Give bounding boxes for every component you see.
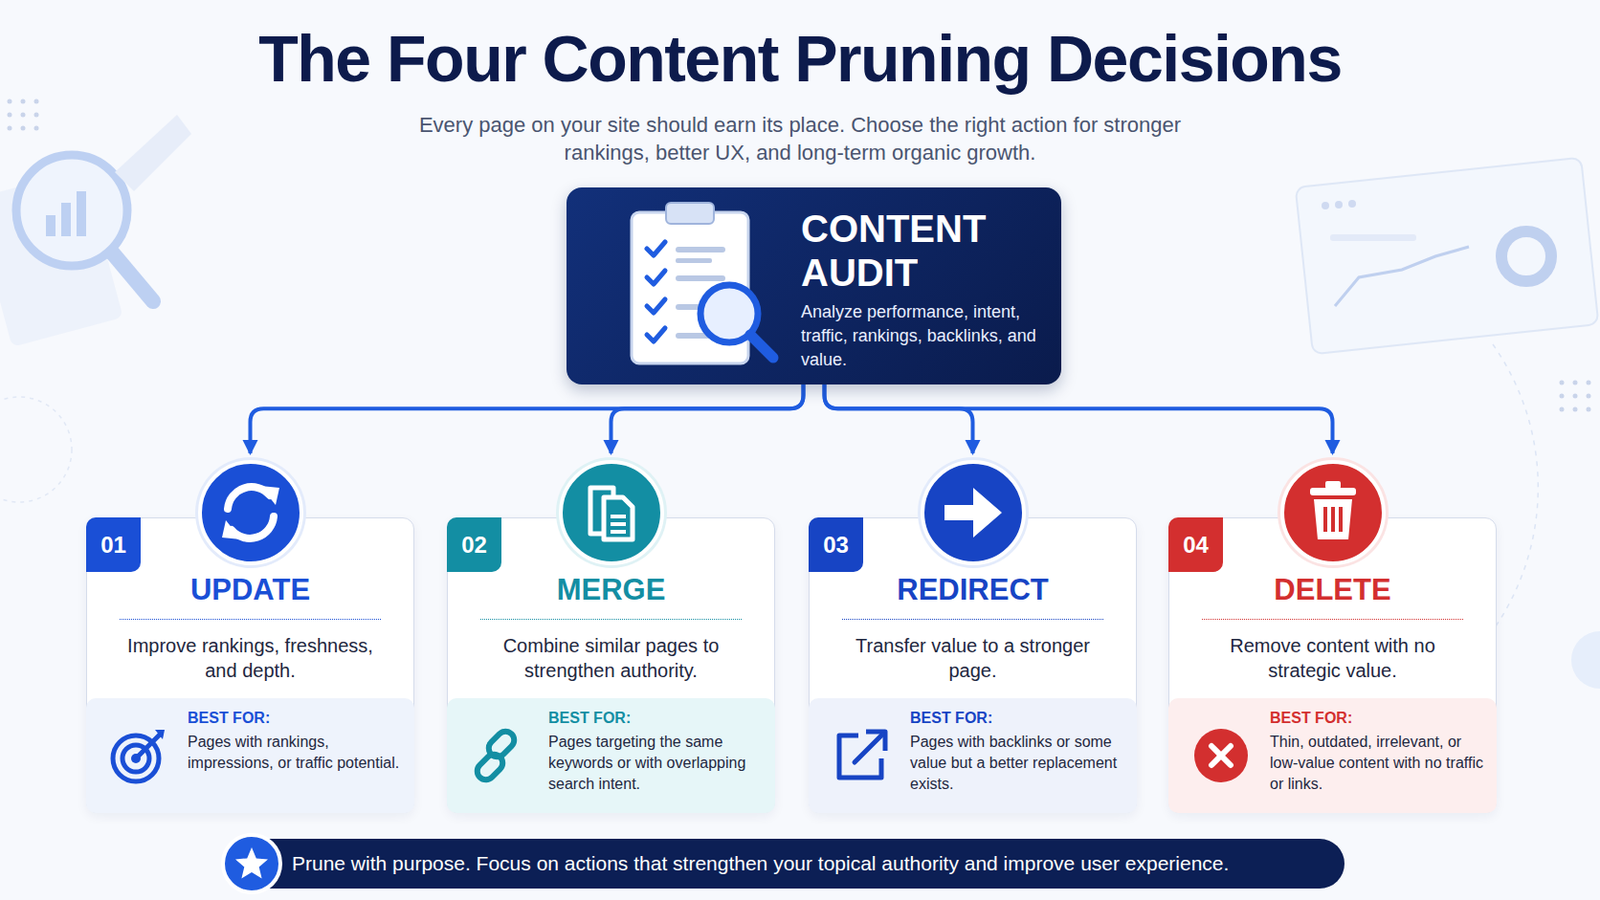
- diagram-title: The Four Content Pruning Decisions: [0, 21, 1600, 96]
- card-description: Improve rankings, freshness, and depth.: [114, 633, 386, 684]
- external-link-icon: [827, 722, 895, 790]
- best-for-label: BEST FOR:: [910, 710, 993, 728]
- callout-number: 04: [1168, 517, 1223, 573]
- divider-line: [1201, 619, 1464, 621]
- divider-line: [842, 619, 1104, 621]
- audit-heading: CONTENT AUDIT: [800, 206, 1041, 295]
- best-for-box: BEST FOR: Thin, outdated, irrelevant, or …: [1168, 698, 1497, 814]
- best-for-label: BEST FOR:: [187, 710, 270, 728]
- target-icon: [105, 722, 173, 790]
- decision-card: 04DELETE Remove content with no strategic…: [1168, 453, 1497, 814]
- x-circle-icon: [1187, 722, 1255, 790]
- footer-band: Prune with purpose. Focus on actions tha…: [226, 839, 1345, 889]
- card-description: Remove content with no strategic value.: [1197, 633, 1468, 684]
- dashed-circle: [0, 397, 72, 503]
- best-for-label: BEST FOR:: [1269, 710, 1353, 728]
- clipboard-icon: [585, 187, 787, 385]
- connector-arrow: [824, 384, 974, 454]
- best-for-text: Pages with backlinks or some value but a…: [910, 732, 1129, 796]
- card-description: Combine similar pages to strengthen auth…: [475, 633, 747, 684]
- best-for-box: BEST FOR: Pages targeting the same keywor…: [446, 698, 776, 814]
- redirect-icon: [915, 455, 1031, 571]
- best-for-text: Thin, outdated, irrelevant, or low-value…: [1269, 732, 1489, 796]
- merge-icon: [554, 455, 669, 571]
- subtitle: Every page on your site should earn its …: [388, 111, 1212, 167]
- audit-box: CONTENT AUDITAnalyze performance, intent…: [566, 187, 1062, 385]
- card-heading: REDIRECT: [808, 573, 1137, 608]
- link-icon: [466, 722, 534, 790]
- callout-number: 02: [446, 517, 502, 573]
- best-for-box: BEST FOR: Pages with rankings, impression…: [86, 698, 415, 814]
- card-heading: MERGE: [446, 573, 776, 608]
- card-description: Transfer value to a stronger page.: [837, 633, 1109, 684]
- best-for-label: BEST FOR:: [548, 710, 631, 728]
- best-for-text: Pages with rankings, impressions, or tra…: [187, 732, 406, 775]
- best-for-box: BEST FOR: Pages with backlinks or some va…: [808, 698, 1137, 814]
- connector-arrow: [250, 384, 804, 454]
- card-heading: UPDATE: [86, 573, 415, 608]
- callout-number: 03: [808, 517, 864, 573]
- magnifier-decor: [0, 114, 192, 348]
- delete-icon: [1275, 455, 1391, 571]
- audit-body: Analyze performance, intent, traffic, ra…: [800, 300, 1052, 373]
- corner-circle: [1571, 631, 1600, 689]
- star-icon: [221, 833, 283, 895]
- divider-line: [119, 619, 381, 621]
- connector-arrow: [611, 384, 804, 454]
- best-for-text: Pages targeting the same keywords or wit…: [548, 732, 767, 796]
- card-heading: DELETE: [1168, 573, 1497, 608]
- decision-card: 01UPDATE Improve rankings, freshness, and…: [86, 453, 415, 814]
- footer-text: Prune with purpose. Focus on actions tha…: [291, 839, 1229, 889]
- divider-line: [480, 619, 742, 621]
- decision-card: 02MERGE Combine similar pages to strength…: [446, 453, 776, 814]
- callout-number: 01: [86, 517, 141, 573]
- dashboard-decor: [1295, 157, 1600, 355]
- update-icon: [193, 455, 309, 571]
- connector-arrow: [824, 384, 1334, 454]
- decision-card: 03REDIRECT Transfer value to a stronger p…: [808, 453, 1137, 814]
